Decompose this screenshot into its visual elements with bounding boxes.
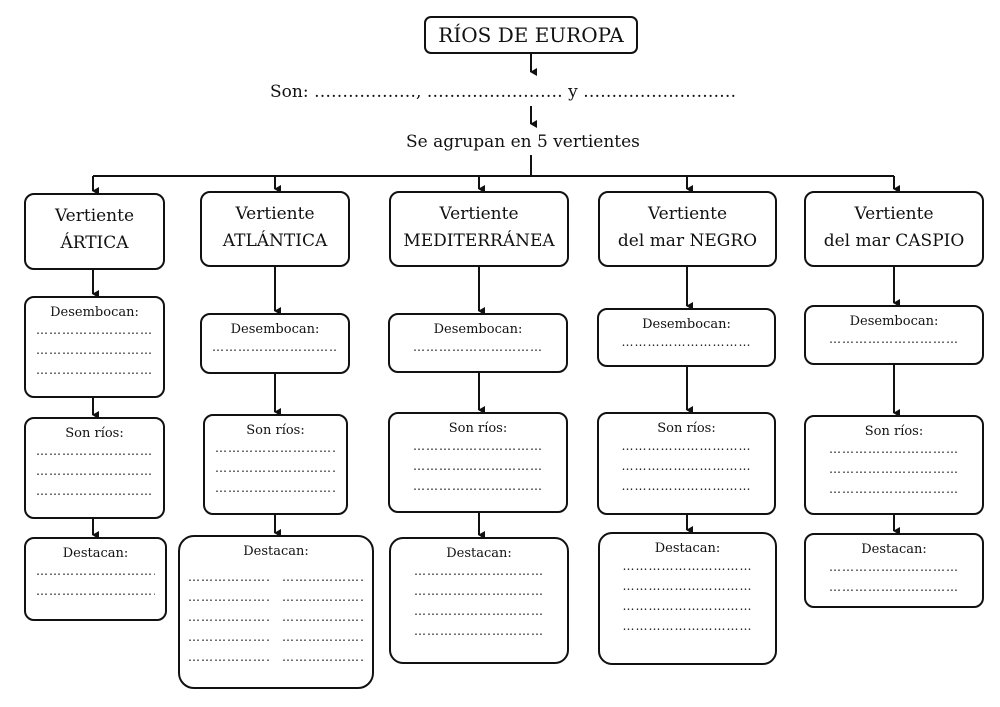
vertiente-label: Vertiente [54,206,135,226]
blank-line: ………………………… [829,580,959,594]
son-rios-box: Son ríos: ………………………… ………………………… ……………………… [388,412,568,513]
blank-line: ………………………… [212,340,338,354]
destacan-label: Destacan: [654,541,721,556]
desembocan-box: Desembocan: ………………………… [597,308,776,367]
vertiente-name: MEDITERRÁNEA [403,231,555,251]
destacan-box: Destacan: ………………………… ………………………… [804,533,984,608]
blank-line: ………………………… [36,464,153,478]
vertiente-name: ÁRTICA [60,233,129,253]
destacan-box: Destacan: ………………………… ………………………… ……………………… [178,535,374,689]
blank-line: ………………………… [215,461,336,475]
blank-line: ………………………… [36,323,153,337]
blank-line: ………………………… [36,484,153,498]
blank-line: ………………………… [282,590,364,604]
desembocan-label: Desembocan: [642,317,731,332]
blank-line: ………………………… [622,579,753,593]
desembocan-label: Desembocan: [230,322,320,337]
son-rios-box: Son ríos: ………………………… ………………………… ……………………… [24,417,165,519]
destacan-box: Destacan: ………………………… ………………………… [24,537,167,621]
vertiente-name: del mar CASPIO [823,231,965,251]
blank-line: ………………………… [829,560,959,574]
son-rios-box: Son ríos: ………………………… ………………………… ……………………… [597,412,776,515]
son-line: Son: ………………, …………………… y ……………………… [270,82,737,102]
son-rios-box: Son ríos: ………………………… ………………………… ……………………… [203,414,348,515]
blank-line: ………………………… [188,650,270,664]
blank-line: ………………………… [621,459,752,473]
desembocan-box: Desembocan: ………………………… ………………………… ………………… [24,296,165,398]
blank-line: ………………………… [829,482,959,496]
blank-line: ………………………… [282,570,364,584]
vertiente-mediterranea-box: Vertiente MEDITERRÁNEA [389,191,569,267]
blank-line: ………………………… [829,332,959,346]
blank-line: ………………………… [36,564,155,578]
son-rios-label: Son ríos: [864,424,924,439]
blank-line: ………………………… [36,343,153,357]
blank-line: ………………………… [282,650,364,664]
blank-line: ………………………… [413,340,543,354]
blank-line: ………………………… [621,335,752,349]
blank-line: ………………………… [188,590,270,604]
son-rios-label: Son ríos: [657,421,716,436]
desembocan-box: Desembocan: ………………………… [200,313,350,374]
desembocan-box: Desembocan: ………………………… [804,305,984,365]
destacan-label: Destacan: [861,542,927,557]
blank-line: ………………………… [414,624,544,638]
blank-line: ………………………… [414,604,544,618]
blank-line: ………………………… [188,570,270,584]
blank-line: ………………………… [215,441,336,455]
son-rios-label: Son ríos: [448,421,508,436]
vertiente-name: ATLÁNTICA [222,231,328,251]
desembocan-box: Desembocan: ………………………… [388,313,568,373]
vertiente-artica-box: Vertiente ÁRTICA [24,193,165,270]
blank-line: ………………………… [621,439,752,453]
son-rios-box: Son ríos: ………………………… ………………………… ……………………… [804,415,984,515]
desembocan-label: Desembocan: [849,314,939,329]
vertiente-caspio-box: Vertiente del mar CASPIO [804,191,984,267]
blank-line: ………………………… [188,630,270,644]
son-rios-label: Son ríos: [65,426,124,441]
blank-line: ………………………… [36,444,153,458]
blank-line: ………………………… [282,630,364,644]
destacan-label: Destacan: [62,546,129,561]
agrupan-text: Se agrupan en 5 vertientes [406,132,640,152]
blank-line: ………………………… [188,610,270,624]
title-text: RÍOS DE EUROPA [438,23,624,47]
blank-line: ………………………… [622,559,753,573]
blank-line: ………………………… [414,584,544,598]
son-rios-label: Son ríos: [246,423,305,438]
vertiente-label: Vertiente [235,204,315,224]
blank-line: ………………………… [414,564,544,578]
blank-line: ………………………… [215,481,336,495]
blank-line: ………………………… [622,599,753,613]
vertiente-label: Vertiente [439,204,519,224]
blank-line: ………………………… [413,459,543,473]
blank-line: ………………………… [621,479,752,493]
vertiente-name: del mar NEGRO [617,231,758,251]
destacan-box: Destacan: ………………………… ………………………… ……………………… [389,537,569,664]
destacan-box: Destacan: ………………………… ………………………… ……………………… [598,532,777,665]
blank-line: ………………………… [36,363,153,377]
blank-line: ………………………… [282,610,364,624]
destacan-label: Destacan: [243,544,309,559]
vertiente-label: Vertiente [647,204,728,224]
vertiente-atlantica-box: Vertiente ATLÁNTICA [200,191,350,267]
destacan-label: Destacan: [446,546,512,561]
blank-line: ………………………… [622,619,753,633]
blank-line: ………………………… [36,584,155,598]
vertiente-label: Vertiente [854,204,934,224]
title-box: RÍOS DE EUROPA [424,16,638,54]
blank-line: ………………………… [829,462,959,476]
vertiente-negro-box: Vertiente del mar NEGRO [598,191,777,267]
desembocan-label: Desembocan: [433,322,523,337]
desembocan-label: Desembocan: [50,305,139,320]
blank-line: ………………………… [413,479,543,493]
blank-line: ………………………… [829,442,959,456]
blank-line: ………………………… [413,439,543,453]
